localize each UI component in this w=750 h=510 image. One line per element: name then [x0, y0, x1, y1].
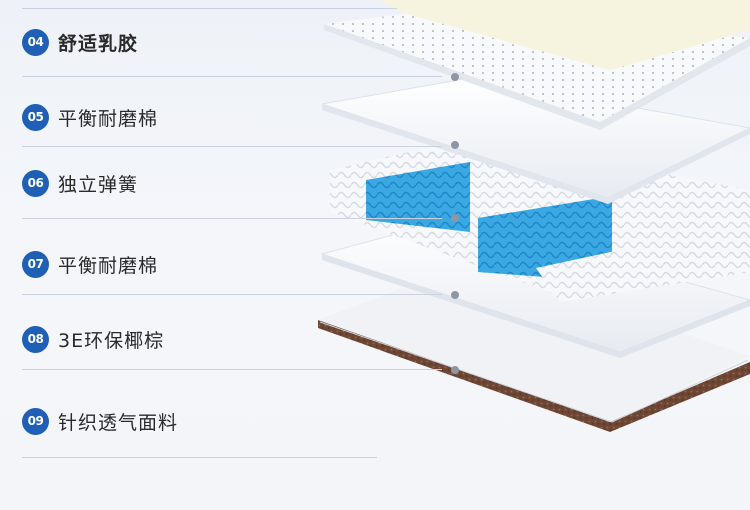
layer-number-badge: 05: [22, 103, 49, 131]
layer-row-07: 07 平衡耐磨棉: [22, 248, 158, 280]
spring-white-front: [536, 222, 750, 302]
layer-number-badge: 07: [22, 250, 49, 278]
layer-row-04: 04 舒适乳胶: [22, 26, 138, 58]
layer-row-08: 08 3E环保椰棕: [22, 323, 164, 355]
layer-row-05: 05 平衡耐磨棉: [22, 101, 158, 133]
divider: [22, 8, 397, 9]
divider: [22, 294, 442, 295]
connector-dots: [451, 73, 459, 374]
layer-number-badge: 09: [22, 407, 49, 435]
layer-name: 3E环保椰棕: [58, 329, 165, 352]
divider: [22, 146, 442, 147]
layer-name: 针织透气面料: [58, 411, 179, 434]
layer-row-09: 09 针织透气面料: [22, 405, 178, 437]
latex-cream-slab: [380, 0, 750, 70]
layer-name: 独立弹簧: [58, 173, 139, 196]
spring-blue-left: [366, 162, 470, 232]
layer-name: 平衡耐磨棉: [58, 254, 159, 277]
divider: [22, 76, 442, 77]
layer-name: 平衡耐磨棉: [58, 107, 159, 130]
divider: [22, 457, 377, 458]
divider: [22, 218, 442, 219]
layer-number-badge: 08: [22, 325, 49, 353]
layer-list: 04 舒适乳胶 05 平衡耐磨棉 06 独立弹簧 07 平衡耐磨棉 08 3E环…: [22, 8, 442, 458]
divider: [22, 369, 442, 370]
coir-layer-top: [318, 262, 750, 422]
layer-name: 舒适乳胶: [58, 32, 139, 55]
layer-number-badge: 04: [22, 28, 49, 56]
layer-number-badge: 06: [22, 169, 49, 197]
layer-row-06: 06 独立弹簧: [22, 167, 138, 199]
